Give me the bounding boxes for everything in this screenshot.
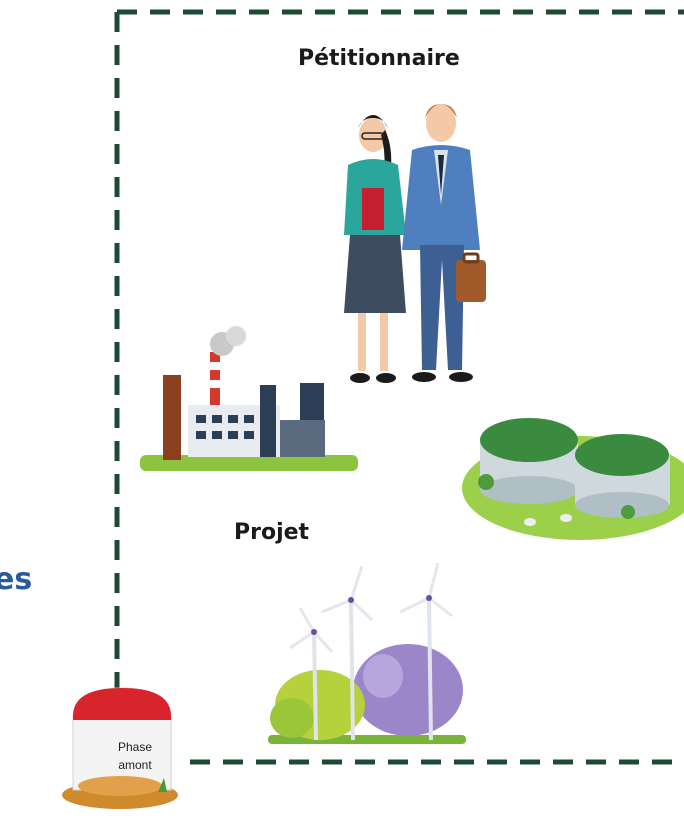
business-people-icon <box>344 104 486 383</box>
factory-icon <box>140 326 358 471</box>
projet-label: Projet <box>234 520 310 545</box>
cut-off-heading-text: es <box>0 562 33 597</box>
wind-turbines-icon <box>268 562 466 744</box>
dashed-boundary <box>114 9 684 765</box>
milestone-marker-icon <box>62 687 178 809</box>
biogas-digester-icon <box>462 418 684 540</box>
woman-figure <box>344 115 406 383</box>
milestone-label-line1: Phase <box>117 740 153 754</box>
petitionnaire-label: Pétitionnaire <box>298 46 460 71</box>
milestone-label-line2: amont <box>118 758 152 772</box>
man-figure <box>402 104 486 382</box>
